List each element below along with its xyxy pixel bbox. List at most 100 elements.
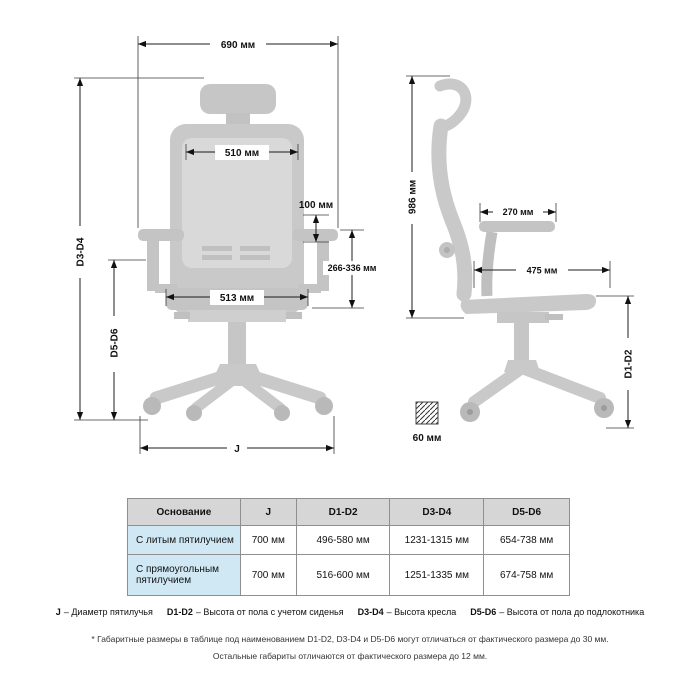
legend-term-j: J bbox=[55, 607, 61, 617]
dim-back-height: 986 мм bbox=[406, 75, 464, 319]
side-base-leg bbox=[516, 362, 606, 404]
cell-j: 700 мм bbox=[239, 554, 297, 596]
dim-backrest-width-label: 510 мм bbox=[225, 148, 259, 159]
footnote-line-2: Остальные габариты отличаются от фактиче… bbox=[212, 650, 488, 661]
dim-seat-height-label: D1-D2 bbox=[624, 349, 635, 378]
header-d3d4: D3-D4 bbox=[389, 498, 485, 526]
cell-d5d6: 674-758 мм bbox=[483, 554, 570, 596]
front-armrest-pad-left bbox=[138, 229, 184, 241]
header-d1d2: D1-D2 bbox=[295, 498, 391, 526]
cell-d3d4: 1251-1335 мм bbox=[389, 554, 485, 596]
table-row: С прямоугольным пятилучием 700 мм 516-60… bbox=[127, 554, 570, 596]
front-base-leg bbox=[190, 370, 244, 414]
row-label: С литым пятилучием bbox=[127, 525, 241, 555]
side-seat bbox=[460, 294, 597, 314]
dim-base-diameter-label: J bbox=[234, 444, 240, 455]
front-lever-right bbox=[286, 312, 302, 319]
footnotes: * Габаритные размеры в таблице под наиме… bbox=[0, 631, 700, 664]
side-base-leg bbox=[468, 362, 528, 408]
legend-desc-d3d4: – Высота кресла bbox=[386, 607, 457, 617]
legend-desc-j: – Диаметр пятилучья bbox=[63, 607, 153, 617]
front-lumbar-detail bbox=[202, 255, 232, 260]
front-caster bbox=[274, 405, 290, 421]
front-armrest-pad-right bbox=[292, 229, 338, 241]
front-base-leg bbox=[232, 370, 286, 414]
dim-seat-depth: 475 мм bbox=[473, 261, 611, 288]
table-row: С литым пятилучием 700 мм 496-580 мм 123… bbox=[127, 525, 570, 555]
cell-d3d4: 1231-1315 мм bbox=[389, 525, 485, 555]
cell-d1d2: 496-580 мм bbox=[295, 525, 391, 555]
side-armrest-post bbox=[481, 231, 498, 297]
dim-armrest-depth: 270 мм bbox=[479, 203, 557, 222]
dim-armrest-adjust: 100 мм bbox=[299, 200, 333, 243]
cell-d5d6: 654-738 мм bbox=[483, 525, 570, 555]
side-caster-hub bbox=[467, 409, 473, 415]
legend-term-d3d4: D3-D4 bbox=[357, 607, 384, 617]
legend-item: D1-D2– Высота от пола с учетом сиденья bbox=[167, 607, 344, 617]
legend: J– Диаметр пятилучья D1-D2– Высота от по… bbox=[0, 607, 700, 617]
side-gas-lift bbox=[514, 323, 529, 363]
side-lever bbox=[545, 314, 563, 320]
chair-front-view bbox=[138, 84, 338, 421]
dim-floor-to-armrest: D5-D6 bbox=[108, 259, 146, 420]
dim-caster-size-label: 60 мм bbox=[413, 433, 442, 444]
side-backrest bbox=[431, 118, 473, 302]
legend-desc-d1d2: – Высота от пола с учетом сиденья bbox=[195, 607, 344, 617]
cell-d1d2: 516-600 мм bbox=[295, 554, 391, 596]
table-header-row: Основание J D1-D2 D3-D4 D5-D6 bbox=[127, 498, 570, 526]
legend-item: J– Диаметр пятилучья bbox=[56, 607, 153, 617]
legend-item: D5-D6– Высота от пола до подлокотника bbox=[470, 607, 644, 617]
dim-armrest-adjust-label: 100 мм bbox=[299, 200, 333, 211]
front-armrest-mount-right bbox=[299, 284, 321, 293]
front-base-leg bbox=[231, 365, 327, 405]
front-caster bbox=[186, 405, 202, 421]
chair-side-view bbox=[431, 78, 614, 422]
dimension-diagram: 690 мм 510 мм 100 мм 266-336 мм 513 мм D… bbox=[74, 36, 635, 456]
front-headrest-stem bbox=[226, 113, 250, 125]
front-gas-lift bbox=[228, 322, 246, 366]
dim-caster-size: 60 мм bbox=[413, 401, 442, 444]
dim-armrest-height-range-label: 266-336 мм bbox=[328, 263, 377, 273]
front-caster bbox=[143, 397, 161, 415]
front-base-leg bbox=[149, 365, 245, 405]
dim-armrest-height-range: 266-336 мм bbox=[312, 229, 381, 309]
side-caster-hub bbox=[601, 405, 607, 411]
legend-term-d1d2: D1-D2 bbox=[166, 607, 193, 617]
front-armrest-post-left bbox=[147, 241, 159, 291]
dim-chair-height-label: D3-D4 bbox=[76, 237, 87, 266]
dim-seat-depth-label: 475 мм bbox=[527, 266, 558, 276]
legend-term-d5d6: D5-D6 bbox=[470, 607, 497, 617]
dim-armrest-depth-label: 270 мм bbox=[503, 207, 534, 217]
side-armrest-pad bbox=[479, 221, 555, 232]
caster-size-swatch bbox=[415, 401, 439, 425]
dim-overall-width-label: 690 мм bbox=[221, 40, 255, 51]
dim-seat-width-label: 513 мм bbox=[220, 293, 254, 304]
footnote-line-1: * Габаритные размеры в таблице под наиме… bbox=[91, 634, 609, 644]
dim-back-height-label: 986 мм bbox=[408, 180, 419, 214]
legend-item: D3-D4– Высота кресла bbox=[358, 607, 457, 617]
front-lever-left bbox=[174, 312, 190, 319]
front-lumbar-detail bbox=[240, 255, 270, 260]
header-j: J bbox=[239, 498, 297, 526]
row-label: С прямоугольным пятилучием bbox=[127, 554, 241, 596]
dim-floor-to-armrest-label: D5-D6 bbox=[110, 328, 121, 357]
front-armrest-mount-left bbox=[155, 284, 177, 293]
side-seat-mechanism bbox=[497, 312, 549, 323]
front-lumbar-detail bbox=[202, 246, 232, 251]
side-adjust-knob-center bbox=[444, 247, 450, 253]
dim-overall-width: 690 мм bbox=[137, 36, 339, 228]
dimensions-table: Основание J D1-D2 D3-D4 D5-D6 С литым пя… bbox=[127, 498, 570, 596]
front-backrest-mesh bbox=[182, 138, 292, 268]
front-lumbar-detail bbox=[240, 246, 270, 251]
dim-chair-height: D3-D4 bbox=[74, 77, 204, 421]
chair-dimensions-svg: 690 мм 510 мм 100 мм 266-336 мм 513 мм D… bbox=[74, 36, 635, 456]
front-caster bbox=[315, 397, 333, 415]
header-d5d6: D5-D6 bbox=[483, 498, 570, 526]
dim-seat-width: 513 мм bbox=[165, 289, 309, 306]
dim-backrest-width: 510 мм bbox=[185, 144, 299, 160]
front-seat-mechanism bbox=[188, 310, 286, 322]
legend-desc-d5d6: – Высота от пола до подлокотника bbox=[499, 607, 645, 617]
dim-base-diameter: J bbox=[139, 416, 335, 456]
cell-j: 700 мм bbox=[239, 525, 297, 555]
front-headrest bbox=[200, 84, 276, 114]
